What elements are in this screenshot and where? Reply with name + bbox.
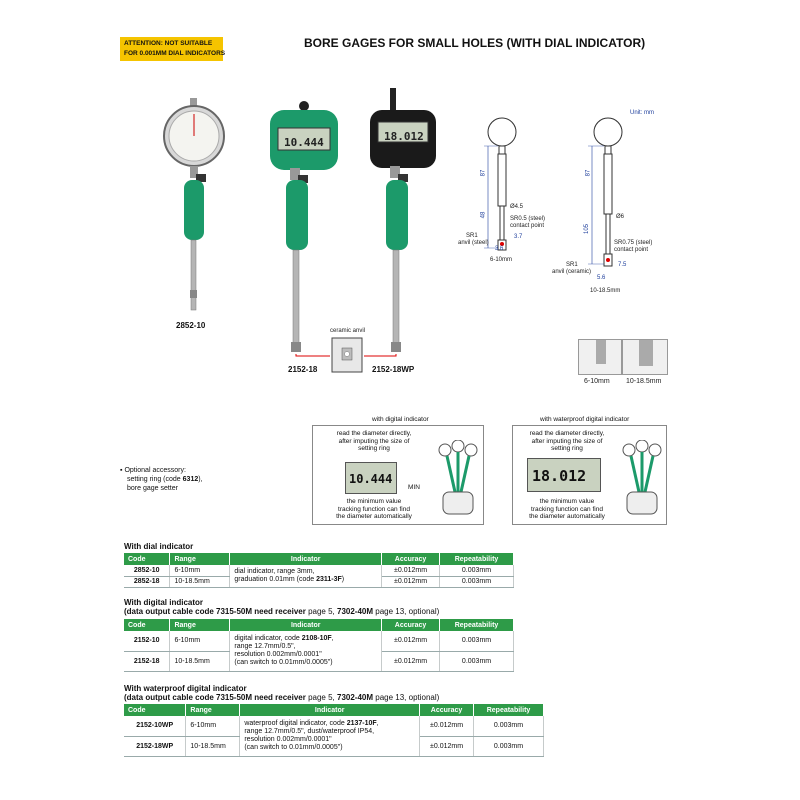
- optional-line-1: Optional accessory:: [124, 467, 186, 474]
- thumb-10-18-5: [622, 339, 668, 375]
- left-sr1-label: SR1: [466, 233, 478, 239]
- left-range-label: 6-10mm: [490, 257, 513, 263]
- col-indicator: Indicator: [229, 553, 383, 565]
- section-waterproof-title: With waterproof digital indicator (data …: [124, 684, 440, 702]
- min-label: MIN: [408, 484, 420, 491]
- right-range-label: 10-18.5mm: [590, 288, 621, 294]
- table-waterproof: Code Range Indicator Accuracy Repeatabil…: [124, 704, 544, 757]
- setting-ring-code: 6312: [182, 476, 199, 483]
- ceramic-anvil-label: ceramic anvil: [330, 328, 366, 334]
- dimension-diagrams: [484, 117, 623, 267]
- table-dial: Code Range Indicator Accuracy Repeatabil…: [124, 553, 514, 588]
- right-dim-105: 105: [584, 223, 591, 235]
- col-repeatability: Repeatability: [439, 553, 514, 565]
- thumb-label-6-10: 6-10mm: [584, 378, 610, 385]
- right-contact-point-label: contact point: [614, 247, 649, 253]
- optional-line-3: bore gage setter: [127, 485, 178, 492]
- product-illustrations: [163, 88, 436, 373]
- panel-digital: read the diameter directly, after imputi…: [312, 425, 484, 525]
- left-dim-48: 48: [480, 211, 487, 219]
- setting-ring-illustration: [438, 440, 478, 515]
- dial-bore-gage-image: [163, 98, 225, 311]
- thumb-label-10-18-5: 10-18.5mm: [626, 378, 662, 385]
- right-sr075-label: SR0.75 (steel): [614, 240, 653, 246]
- col-code: Code: [124, 553, 171, 565]
- lcd-display-digital: 10.444: [345, 462, 397, 494]
- waterproof-display-value: 18.012: [384, 130, 424, 143]
- waterproof-bore-gage-image: [370, 88, 436, 352]
- dial-indicator-spec: dial indicator, range 3mm, graduation 0.…: [229, 565, 383, 588]
- left-contact-point-label: contact point: [510, 223, 545, 229]
- unit-label: Unit: mm: [630, 110, 654, 116]
- table-row: 2852-18 10-18.5mm ±0.012mm 0.003mm: [124, 576, 514, 588]
- table-row: 2152-10WP 6-10mm waterproof digital indi…: [124, 716, 544, 757]
- attention-label: ATTENTION: NOT SUITABLE FOR 0.001MM DIAL…: [120, 37, 226, 61]
- right-dim-87: 87: [585, 169, 592, 177]
- panel-wp-title: with waterproof digital indicator: [540, 416, 630, 423]
- digital-bore-gage-image: [270, 101, 338, 352]
- table-row: 2852-10 6-10mm dial indicator, range 3mm…: [124, 565, 514, 588]
- page-title: BORE GAGES FOR SMALL HOLES (WITH DIAL IN…: [304, 36, 646, 50]
- right-diameter-label: Ø6: [616, 214, 625, 220]
- table-digital: Code Range Indicator Accuracy Repeatabil…: [124, 619, 514, 672]
- panel-waterproof: read the diameter directly, after imputi…: [512, 425, 667, 525]
- left-anvil-label: anvil (steel): [458, 240, 489, 246]
- table-row: 2152-18 10-18.5mm ±0.012mm 0.003mm: [124, 651, 514, 672]
- optional-accessory-note: ▪ Optional accessory: setting ring (code…: [120, 467, 203, 492]
- attention-line-2: FOR 0.001MM DIAL INDICATORS: [124, 50, 226, 57]
- section-dial-title: With dial indicator: [124, 542, 194, 551]
- right-dim-5-6: 5.6: [597, 275, 606, 281]
- left-dim-3-7: 3.7: [514, 234, 523, 240]
- left-sr05-label: SR0.5 (steel): [510, 216, 546, 222]
- setting-ring-illustration-wp: [622, 440, 662, 515]
- panel-digital-title: with digital indicator: [372, 416, 429, 423]
- product-code-2152-18: 2152-18: [288, 365, 318, 374]
- thumb-6-10: [578, 339, 622, 375]
- product-code-2152-18wp: 2152-18WP: [372, 365, 415, 374]
- left-diameter-label: Ø4.5: [510, 204, 524, 210]
- right-dim-7-5: 7.5: [618, 262, 627, 268]
- product-code-2852-10: 2852-10: [176, 321, 206, 330]
- digital-display-value: 10.444: [284, 136, 324, 149]
- left-dim-3-6: 3.6: [495, 246, 504, 252]
- digital-indicator-spec: digital indicator, code 2108-10F, range …: [229, 631, 383, 672]
- lcd-display-waterproof: 18.012: [527, 458, 601, 492]
- table-row: 2152-18WP 10-18.5mm ±0.012mm 0.003mm: [124, 736, 544, 757]
- right-sr1-label: SR1: [566, 262, 578, 268]
- section-digital-title: With digital indicator (data output cabl…: [124, 598, 440, 616]
- waterproof-indicator-spec: waterproof digital indicator, code 2137-…: [239, 716, 421, 757]
- left-dim-87: 87: [480, 169, 487, 177]
- right-anvil-label: anvil (ceramic): [552, 269, 592, 275]
- table-row: 2152-10 6-10mm digital indicator, code 2…: [124, 631, 514, 672]
- col-range: Range: [169, 553, 231, 565]
- col-accuracy: Accuracy: [381, 553, 441, 565]
- attention-line-1: ATTENTION: NOT SUITABLE: [124, 40, 213, 47]
